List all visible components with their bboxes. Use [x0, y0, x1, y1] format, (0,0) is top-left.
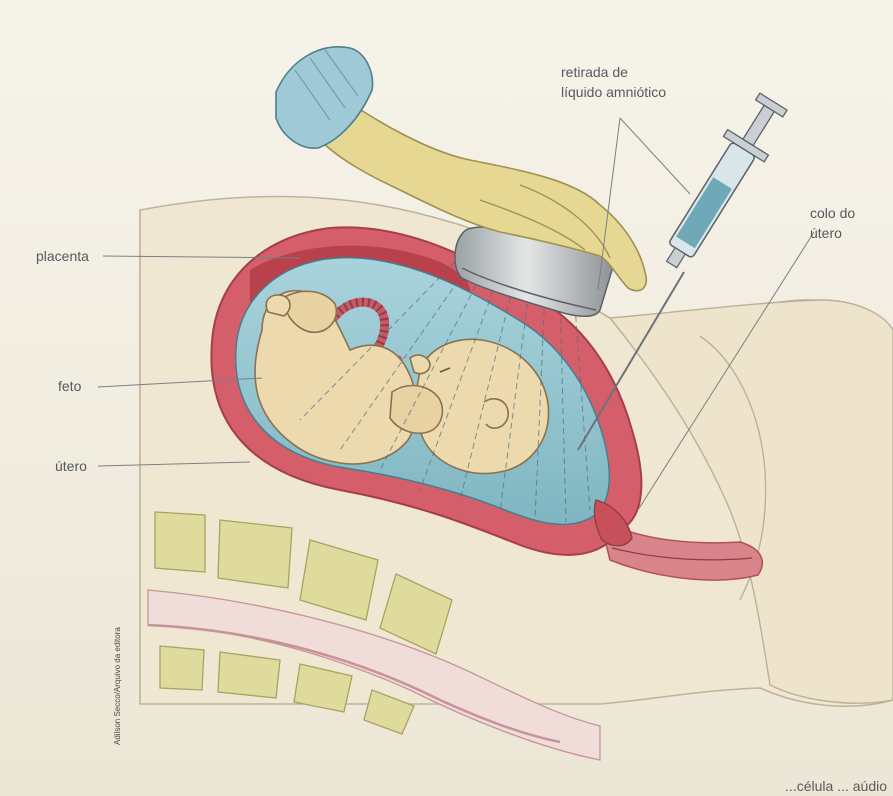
- label-colo-line1: colo do: [810, 205, 855, 222]
- label-retirada-line2: líquido amniótico: [561, 84, 666, 101]
- label-retirada-line1: retirada de: [561, 64, 628, 81]
- image-credit: Adilson Secco/Arquivo da editora: [113, 627, 122, 745]
- bottom-text-fragment: ...célula ... aúdio: [785, 778, 887, 794]
- label-colo-line2: útero: [810, 225, 842, 242]
- fetus-foot: [266, 295, 290, 316]
- vertebra: [218, 652, 280, 698]
- fetus-arm: [390, 386, 442, 434]
- vertebra: [218, 520, 292, 588]
- fetus-hand: [410, 355, 430, 373]
- vertebra: [160, 646, 204, 690]
- label-utero: útero: [55, 458, 87, 475]
- vertebra: [155, 512, 205, 572]
- label-feto: feto: [58, 378, 81, 395]
- label-placenta: placenta: [36, 248, 89, 265]
